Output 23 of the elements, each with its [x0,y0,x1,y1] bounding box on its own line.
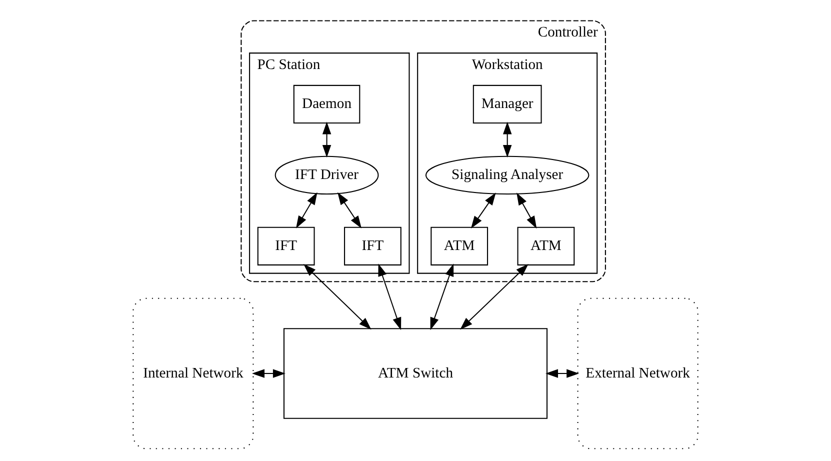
node-box: External Network [577,298,698,450]
node-box: ATM Switch [283,328,548,419]
arrow [252,369,286,378]
arrow [545,369,580,378]
arrow [378,264,402,330]
arrow [502,122,512,158]
node-ellipse: IFT Driver [274,156,379,194]
node-box: Internal Network [132,298,254,450]
node-ellipse: Signaling Analyser [425,156,590,194]
arrow [516,192,537,229]
node-box: Daemon [293,84,360,124]
node-box: IFT [344,226,402,266]
node-box: Manager [472,84,542,124]
arrow [322,122,332,158]
arrow [338,192,362,228]
arrow [430,264,454,330]
node-box: IFT [257,226,315,266]
arrow [470,192,496,228]
arrow [460,264,528,330]
arrow [296,192,318,228]
node-box: ATM [430,226,488,266]
node-box: ATM [517,226,575,266]
arrow [303,264,372,330]
